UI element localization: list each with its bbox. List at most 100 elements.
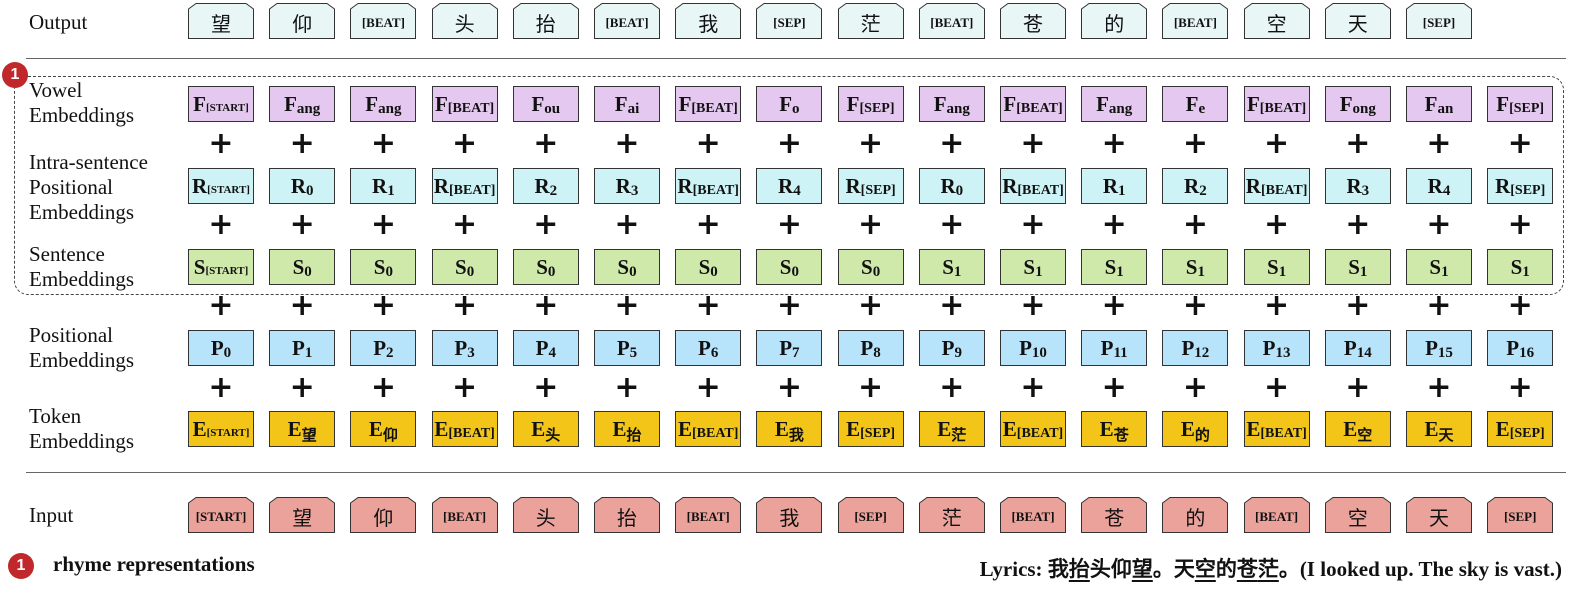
input-token-text: 望 <box>292 508 313 530</box>
output-token-text: 仰 <box>292 14 313 36</box>
lyrics-char: 天 <box>1173 557 1195 581</box>
output-token-text: 空 <box>1266 14 1287 36</box>
vowel-embedding-13: F[BEAT] <box>1243 86 1310 122</box>
token-embedding-subscript: 茫 <box>951 427 967 444</box>
plus-sign: + <box>939 288 965 323</box>
token-embedding-subscript: [BEAT] <box>448 426 495 441</box>
plus-sign: + <box>614 126 640 161</box>
plus-sign: + <box>533 126 559 161</box>
sentence-embedding-subscript: 0 <box>466 263 475 280</box>
intra-positional-embedding-subscript: [SEP] <box>1510 183 1546 198</box>
token-embedding-symbol: E <box>1343 416 1358 441</box>
output-separator-line <box>26 58 1566 59</box>
output-token-shape <box>350 3 417 39</box>
plus-sign: + <box>370 126 396 161</box>
output-token-text: 苍 <box>1023 14 1043 36</box>
intra-positional-embedding-subscript: [SEP] <box>860 183 896 198</box>
plus-sign: + <box>1020 370 1046 405</box>
sentence-embedding-subscript: 1 <box>1278 263 1287 280</box>
sentence-embedding-subscript: 1 <box>1197 263 1205 280</box>
intra-positional-embedding-3: R[BEAT] <box>431 168 498 204</box>
rhyme-badge: 1 <box>2 62 28 88</box>
vowel-embedding-symbol: F <box>1424 91 1438 116</box>
sentence-embedding-subscript: 0 <box>304 263 312 280</box>
intra-positional-embedding-symbol: R <box>778 173 794 198</box>
sentence-embedding-subscript: 1 <box>1035 263 1043 280</box>
token-embedding-10: E[BEAT] <box>1000 411 1066 447</box>
legend-badge: 1 <box>8 553 34 579</box>
output-token-text: [SEP] <box>1422 14 1456 30</box>
output-token-shape <box>918 3 985 39</box>
input-token-text: 的 <box>1185 508 1206 530</box>
token-embedding-symbol: E <box>774 416 789 441</box>
input-token-text: [BEAT] <box>443 508 487 524</box>
plus-sign: + <box>1182 126 1208 161</box>
sentence-embedding-subscript: 1 <box>1522 263 1530 280</box>
output-token-text: 的 <box>1104 14 1125 36</box>
vowel-embedding-symbol: F <box>933 91 947 116</box>
positional-embedding-subscript: 5 <box>629 344 638 361</box>
intra-positional-embedding-symbol: R <box>1427 173 1443 198</box>
input-token-text: [SEP] <box>854 508 887 524</box>
positional-embedding-subscript: 15 <box>1437 344 1453 361</box>
intra-positional-embedding-10: R[BEAT] <box>1000 168 1066 204</box>
vowel-embedding-symbol: F <box>365 91 379 116</box>
input-token-text: 头 <box>535 508 556 530</box>
input-token-0: [START] <box>188 497 254 533</box>
input-token-10: [BEAT] <box>1000 497 1066 533</box>
sentence-embedding-symbol: S <box>1267 254 1279 279</box>
output-token-shape <box>1324 3 1391 39</box>
output-token-text: 茫 <box>860 14 881 36</box>
output-label: Output <box>29 10 88 34</box>
token-embedding-subscript: 的 <box>1194 427 1210 444</box>
plus-sign: + <box>776 207 802 242</box>
intra-positional-embedding-symbol: R <box>1002 173 1018 198</box>
output-token-text: [SEP] <box>773 14 806 30</box>
output-token-text: 头 <box>454 14 475 36</box>
lyrics-char: 。 <box>1152 557 1174 581</box>
output-token-8: 茫 <box>837 3 904 39</box>
intra-positional-embedding-subscript: 2 <box>549 182 558 199</box>
output-token-10: 苍 <box>1000 3 1066 39</box>
plus-sign: + <box>533 207 559 242</box>
input-token-15: 天 <box>1406 497 1472 533</box>
plus-sign: + <box>1101 126 1127 161</box>
output-token-shape <box>269 3 336 39</box>
input-token-text: [START] <box>195 508 247 524</box>
plus-sign: + <box>452 207 478 242</box>
token-embedding-symbol: E <box>846 416 861 441</box>
plus-sign: + <box>695 370 721 405</box>
plus-sign: + <box>370 288 396 323</box>
intra-positional-embedding-symbol: R <box>1102 173 1119 198</box>
sentence-embedding-subscript: 0 <box>872 263 881 280</box>
input-token-text: 我 <box>779 508 800 530</box>
vowel-embedding-subscript: [START] <box>206 102 249 114</box>
token-embedding-subscript: 苍 <box>1113 427 1129 444</box>
positional-embedding-subscript: 16 <box>1519 344 1535 361</box>
plus-sign: + <box>939 126 965 161</box>
sentence-embedding-symbol: S <box>779 254 792 279</box>
positional-embedding-subscript: 0 <box>223 344 232 361</box>
plus-sign: + <box>1507 288 1533 323</box>
lyrics-char: 的 <box>1215 557 1237 581</box>
plus-sign: + <box>776 288 802 323</box>
vowel-embedding-symbol: F <box>779 91 793 116</box>
input-token-text: 茫 <box>941 508 962 530</box>
legend-text: rhyme representations <box>53 552 255 576</box>
plus-sign: + <box>1426 288 1452 323</box>
sentence-embedding-symbol: S <box>617 254 630 279</box>
